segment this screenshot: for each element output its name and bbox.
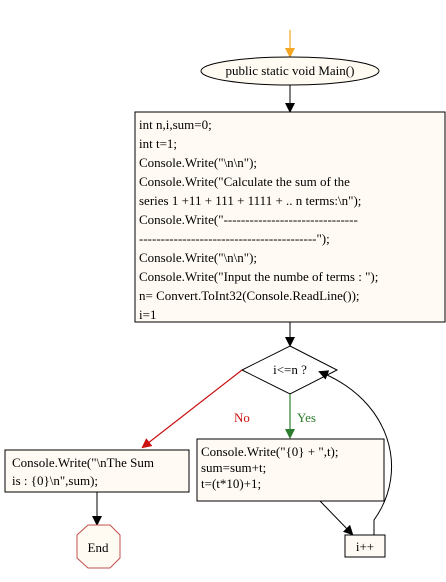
init-block-line: n= Convert.ToInt32(Console.ReadLine()); [139, 288, 360, 303]
increment-block: i++ [344, 534, 386, 558]
init-block: int n,i,sum=0; int t=1; Console.Write("\n\… [134, 111, 446, 323]
init-block-line: int t=1; [139, 136, 177, 151]
init-block-line: Console.Write("\n\n"); [139, 155, 257, 170]
decision-node: i<=n ? [240, 345, 339, 395]
init-block-line: Console.Write("Input the numbe of terms … [139, 269, 378, 284]
init-block-line: int n,i,sum=0; [139, 117, 212, 132]
end-node: End [76, 524, 121, 569]
init-block-line: i=1 [139, 307, 156, 322]
init-block-line: series 1 +11 + 111 + 1111 + .. n terms:\… [139, 193, 361, 208]
loop-back-arrow [318, 370, 393, 535]
output-block-text: Console.Write("\nThe Sum is : {0}\n",sum)… [12, 455, 154, 488]
loop-body-block: Console.Write("{0} + ",t);sum=sum+t;t=(t… [196, 438, 385, 502]
init-block-line: Console.Write("Calculate the sum of the [139, 174, 350, 189]
no-arrow [141, 369, 243, 449]
yes-label: Yes [297, 410, 316, 425]
output-block-line: Console.Write("\nThe Sum [12, 455, 154, 470]
end-label: End [88, 540, 109, 555]
output-block: Console.Write("\nThe Sum is : {0}\n",sum)… [4, 449, 190, 493]
loop-body-line: sum=sum+t; [201, 460, 266, 475]
arrow-body-to-increment [319, 500, 354, 536]
start-node: public static void Main() [200, 56, 380, 86]
init-block-line: Console.Write("\n\n"); [139, 250, 257, 265]
loop-body-line: t=(t*10)+1; [201, 476, 261, 491]
start-label: public static void Main() [226, 63, 355, 78]
loop-body-line: Console.Write("{0} + ",t); [201, 444, 339, 459]
init-block-text: int n,i,sum=0; int t=1; Console.Write("\n\… [139, 117, 378, 322]
decision-label: i<=n ? [273, 362, 307, 377]
init-block-line: Console.Write("-------------------------… [139, 212, 358, 227]
output-block-line: is : {0}\n",sum); [12, 473, 98, 488]
increment-label: i++ [356, 539, 374, 554]
loop-body-text: Console.Write("{0} + ",t);sum=sum+t;t=(t… [201, 444, 339, 491]
no-label: No [234, 410, 250, 425]
init-block-line: ----------------------------------------… [139, 231, 330, 246]
